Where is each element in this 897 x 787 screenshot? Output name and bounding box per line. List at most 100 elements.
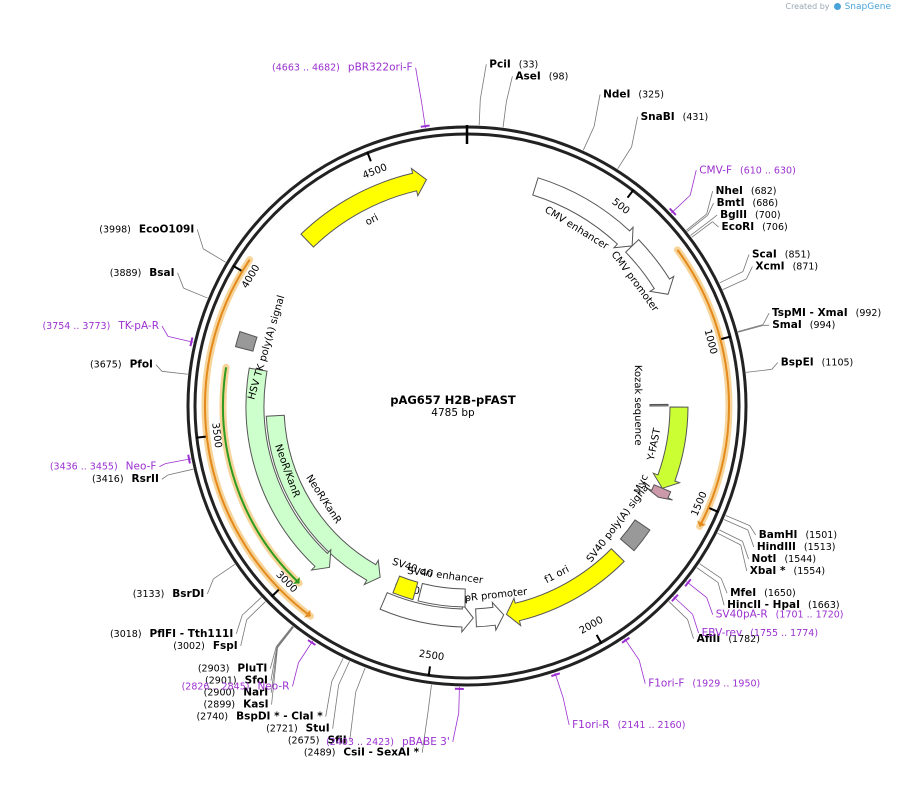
ruler-tick-3000 <box>270 588 280 598</box>
enzyme-leader <box>213 563 236 580</box>
site-name: EBV-rev <box>702 627 743 639</box>
feature-ori <box>300 167 428 248</box>
enzyme-leader <box>203 248 226 263</box>
feature-sv40-ori <box>392 575 419 601</box>
enzyme-connector <box>270 646 278 681</box>
site-name: ScaI <box>752 249 777 261</box>
primer-connector <box>562 697 570 726</box>
ruler-tick-3500 <box>195 435 206 439</box>
enzyme-connector <box>240 619 248 647</box>
site-position: (2721) <box>266 724 298 735</box>
site-name: Neo-F <box>126 461 157 473</box>
enzyme-ndei: NdeI(325) <box>603 88 664 100</box>
site-name: BglII <box>720 209 747 221</box>
enzyme-connector <box>631 116 639 147</box>
enzyme-connector <box>771 362 779 370</box>
site-position: (682) <box>751 186 777 197</box>
enzyme-pcii: PciI(33) <box>489 58 538 70</box>
enzyme-connector <box>421 710 429 753</box>
enzyme-connector <box>196 229 204 249</box>
enzyme-leader <box>275 625 293 647</box>
site-name: EcoO109I <box>139 223 194 235</box>
primer-connector <box>159 463 166 467</box>
enzyme-connector <box>479 64 487 100</box>
primer-pbabe-3: pBABE 3'(2403 .. 2423) <box>326 736 450 748</box>
enzyme-connector <box>706 190 714 215</box>
feature-sv40-promoter <box>379 592 474 634</box>
site-name: F1ori-F <box>648 678 684 690</box>
enzyme-leader <box>722 278 747 290</box>
snapgene-logo-icon <box>834 3 842 10</box>
site-name: EcoRI <box>722 221 755 233</box>
enzyme-scai: ScaI (851) <box>752 249 810 261</box>
enzyme-leader <box>161 370 188 375</box>
site-name: pBR322ori-F <box>348 62 413 74</box>
site-name: PluTI <box>237 663 267 675</box>
primer-site-mark <box>551 672 561 678</box>
site-position: (1554) <box>794 566 826 577</box>
orf-arc <box>222 367 300 584</box>
primer-connector <box>292 662 299 687</box>
primer-f1ori-r: F1ori-R(2141 .. 2160) <box>572 719 685 731</box>
enzyme-pflfi-tth111i: PflFI - Tth111I(3018) <box>110 628 233 640</box>
site-position: (851) <box>785 250 811 261</box>
enzyme-connector <box>742 541 749 560</box>
plasmid-title: pAG657 H2B-pFAST 4785 bp <box>390 393 516 419</box>
site-position: (3436 .. 3455) <box>50 462 118 473</box>
enzyme-leader <box>686 213 707 231</box>
enzyme-asei: AseI(98) <box>515 70 568 82</box>
site-name: CsiI - SexAI * <box>343 747 419 759</box>
site-name: BamHI <box>759 529 798 541</box>
site-position: (1755 .. 1774) <box>750 628 818 639</box>
primer-site-mark <box>684 578 692 587</box>
enzyme-connector <box>235 615 243 635</box>
site-name: PflFI - Tth111I <box>150 628 234 640</box>
primer-connector <box>692 614 699 634</box>
primer-site-mark <box>420 124 430 128</box>
feature-neor-kanr <box>265 414 381 586</box>
enzyme-fspi: FspI(3002) <box>173 640 237 652</box>
ruler-tick-2500 <box>427 666 431 677</box>
orf-arrowhead <box>697 520 707 527</box>
primer-neo-r: Neo-R(2826 .. 2845) <box>182 680 290 692</box>
site-position: (325) <box>638 89 664 100</box>
site-position: (2740) <box>196 712 228 723</box>
enzyme-nhei: NheI(682) <box>716 185 777 197</box>
feature-cmv-promoter <box>624 238 675 295</box>
enzyme-leader <box>691 221 713 238</box>
site-position: (994) <box>810 320 836 331</box>
site-name: NotI <box>752 553 777 565</box>
enzyme-tspmi-xmai: TspMI - XmaI(992) <box>772 307 881 319</box>
site-name: SfiI <box>327 735 346 747</box>
enzyme-leader <box>331 658 344 682</box>
site-name: XbaI * <box>750 565 786 577</box>
site-name: SnaBI <box>641 111 675 123</box>
enzyme-noti: NotI(1544) <box>752 553 817 565</box>
enzyme-leader <box>719 529 743 542</box>
enzyme-sfii: SfiI(2675) <box>288 735 347 747</box>
site-name: BsaI <box>149 267 174 279</box>
site-name: NarI <box>243 687 268 699</box>
ruler-label-3500: 3500 <box>209 422 223 449</box>
primer-site-mark <box>671 593 679 602</box>
enzyme-connector <box>161 474 169 480</box>
plasmid-length: 4785 bp <box>431 407 475 419</box>
primer-site-mark <box>307 639 316 646</box>
site-name: BspEI <box>781 356 814 368</box>
site-name: TK-pA-R <box>117 320 159 332</box>
site-position: (3416) <box>92 474 124 485</box>
site-name: FspI <box>213 640 238 652</box>
primer-pbr322ori-f: pBR322ori-F(4663 .. 4682) <box>272 62 413 74</box>
site-position: (1929 .. 1950) <box>692 679 760 690</box>
enzyme-leader <box>668 601 688 620</box>
feature-label-ori: ori <box>364 213 381 229</box>
enzyme-leader <box>478 99 481 126</box>
site-name: HincII - HpaI <box>727 599 800 611</box>
site-name: BmtI <box>717 197 745 209</box>
site-name: SmaI <box>772 319 802 331</box>
enzyme-leader <box>427 684 432 711</box>
site-position: (2900) <box>204 688 236 699</box>
site-name: StuI <box>306 723 330 735</box>
site-position: (610 .. 630) <box>740 165 796 176</box>
site-position: (1501) <box>805 530 837 541</box>
